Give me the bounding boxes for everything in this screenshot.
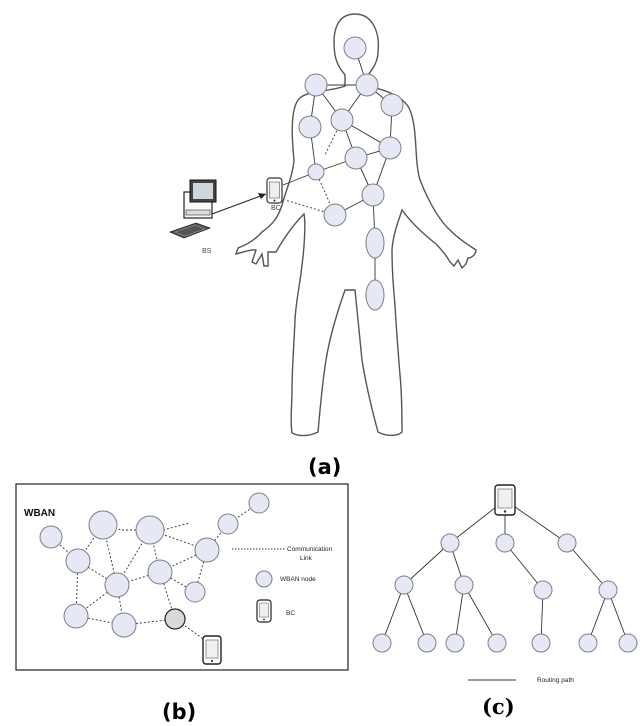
legend-link-label-line1: Communication xyxy=(287,546,333,553)
tree-node xyxy=(418,634,436,652)
mesh-bc-phone-icon xyxy=(203,636,221,664)
wban-node xyxy=(366,228,384,258)
wban-node xyxy=(89,511,117,539)
human-body-outline xyxy=(236,14,476,436)
wban-node xyxy=(112,613,136,637)
panel-b-title: WBAN xyxy=(24,508,55,519)
wban-node xyxy=(218,514,238,534)
tree-root-phone-icon xyxy=(495,485,515,515)
caption-c: (c) xyxy=(482,694,515,719)
tree-node xyxy=(373,634,391,652)
wban-node xyxy=(308,164,324,180)
panel-c-legend: Routing path xyxy=(468,677,574,684)
wban-node xyxy=(362,184,384,206)
wban-node xyxy=(356,74,378,96)
wban-node xyxy=(148,560,172,584)
wban-node-highlighted xyxy=(165,609,185,629)
wban-node xyxy=(185,582,205,602)
tree-node xyxy=(599,581,617,599)
tree-node xyxy=(558,534,576,552)
bc-phone-icon xyxy=(267,178,282,203)
computer-icon xyxy=(170,180,216,238)
tree-node xyxy=(446,634,464,652)
body-nodes xyxy=(299,37,403,310)
wban-node xyxy=(305,74,327,96)
bs-label: BS xyxy=(202,248,212,255)
tree-links xyxy=(382,500,628,643)
wban-node xyxy=(366,280,384,310)
caption-b: (b) xyxy=(162,700,196,724)
bc-label: BC xyxy=(271,205,281,212)
wban-node xyxy=(381,94,403,116)
wban-node xyxy=(195,538,219,562)
legend-node-swatch xyxy=(256,571,272,587)
tree-node xyxy=(619,634,637,652)
legend-bc-phone-icon xyxy=(257,600,271,622)
tree-node xyxy=(534,581,552,599)
bs-bc-arrow xyxy=(212,193,266,214)
legend-bc-label: BC xyxy=(286,610,295,617)
tree-node xyxy=(496,534,514,552)
wban-node xyxy=(345,147,367,169)
wban-node xyxy=(249,493,269,513)
tree-node xyxy=(532,634,550,652)
wban-node xyxy=(344,37,366,59)
routing-path-label: Routing path xyxy=(537,677,574,684)
tree-node xyxy=(395,576,413,594)
legend-node-label: WBAN node xyxy=(280,576,316,583)
legend-link-label-line2: Link xyxy=(300,555,313,562)
wban-node xyxy=(379,137,401,159)
wban-node xyxy=(299,116,321,138)
wban-node xyxy=(105,573,129,597)
tree-node xyxy=(441,534,459,552)
tree-nodes xyxy=(373,534,637,652)
caption-a: (a) xyxy=(308,455,341,479)
wban-node xyxy=(136,516,164,544)
tree-node xyxy=(579,634,597,652)
panel-c-routing-tree: Routing path (c) xyxy=(373,485,637,719)
panel-b-wban-mesh: WBAN xyxy=(16,484,348,724)
wban-node xyxy=(40,526,62,548)
wban-node xyxy=(324,204,346,226)
panel-a-human-body-wban: BC BS (a) xyxy=(170,14,476,479)
tree-node xyxy=(488,634,506,652)
tree-node xyxy=(455,576,473,594)
wban-node xyxy=(64,604,88,628)
wban-node xyxy=(66,549,90,573)
wban-node xyxy=(331,109,353,131)
